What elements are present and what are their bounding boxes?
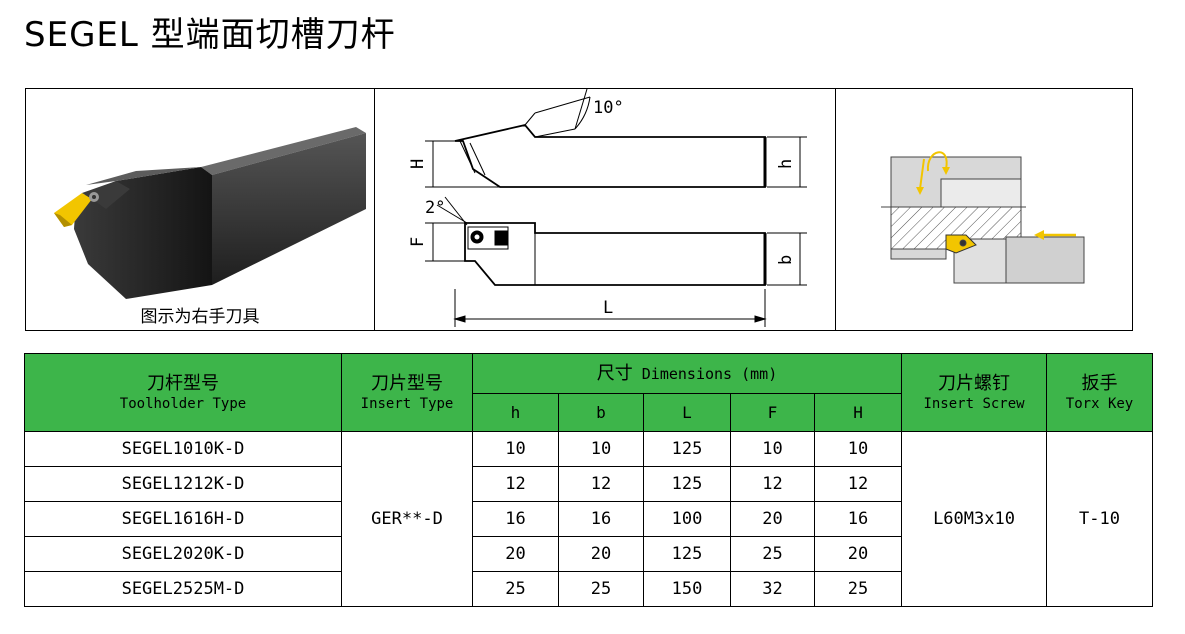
L-cell: 125 [643, 431, 731, 467]
illustration-panels: 图示为右手刀具 [25, 88, 1133, 331]
H-cell: 10 [813, 431, 903, 467]
application-sketch-panel [836, 89, 1134, 330]
toolholder-render-image [54, 127, 366, 299]
dim-H-label: H [408, 159, 428, 169]
model-cell: SEGEL1616H-D [24, 501, 342, 537]
b-cell: 16 [558, 501, 644, 537]
tool-caption: 图示为右手刀具 [140, 307, 260, 327]
F-cell: 25 [730, 536, 815, 572]
dim-b-label: b [776, 255, 796, 265]
b-cell: 20 [558, 536, 644, 572]
model-cell: SEGEL2020K-D [24, 536, 342, 572]
h-cell: 25 [472, 571, 559, 607]
insert-type-header: 刀片型号 Insert Type [341, 353, 473, 432]
dimension-drawing-panel: 10° 2° H h F b L [375, 89, 836, 330]
b-cell: 10 [558, 431, 644, 467]
angle-top-label: 10° [593, 98, 624, 118]
page-title: SEGEL 型端面切槽刀杆 [24, 15, 396, 55]
face-grooving-diagram [881, 151, 1085, 284]
L-cell: 100 [643, 501, 731, 537]
h-cell: 10 [472, 431, 559, 467]
dim-F-header: F [730, 393, 815, 432]
L-cell: 150 [643, 571, 731, 607]
F-cell: 10 [730, 431, 815, 467]
dimension-drawing: 10° 2° H h F b L [408, 89, 807, 327]
model-cell: SEGEL2525M-D [24, 571, 342, 607]
h-cell: 16 [472, 501, 559, 537]
table-row: SEGEL2525M-D 25 25 150 32 25 [24, 571, 1153, 607]
dim-F-label: F [408, 237, 428, 247]
model-cell: SEGEL1212K-D [24, 466, 342, 502]
b-cell: 12 [558, 466, 644, 502]
L-cell: 125 [643, 536, 731, 572]
insert-screw-header: 刀片螺钉 Insert Screw [901, 353, 1048, 432]
dim-L-header: L [643, 393, 731, 432]
torx-key-cell: T-10 [1046, 431, 1154, 607]
dimensions-header: 尺寸 Dimensions (mm) [471, 353, 903, 394]
F-cell: 12 [730, 466, 815, 502]
h-cell: 20 [472, 536, 559, 572]
H-cell: 25 [813, 571, 903, 607]
model-cell: SEGEL1010K-D [24, 431, 342, 467]
b-cell: 25 [558, 571, 644, 607]
F-cell: 20 [730, 501, 815, 537]
h-cell: 12 [472, 466, 559, 502]
H-cell: 16 [813, 501, 903, 537]
insert-screw-cell: L60M3x10 [901, 431, 1048, 607]
dim-H-header: H [813, 393, 903, 432]
tool-photo-panel: 图示为右手刀具 [26, 89, 375, 330]
angle-side-label: 2° [425, 198, 445, 218]
H-cell: 20 [813, 536, 903, 572]
dim-h-header: h [472, 393, 559, 432]
dim-h-label: h [776, 159, 796, 169]
L-cell: 125 [643, 466, 731, 502]
toolholder-type-header: 刀杆型号 Toolholder Type [24, 353, 342, 432]
insert-type-cell: GER**-D [341, 431, 473, 607]
H-cell: 12 [813, 466, 903, 502]
torx-key-header: 扳手 Torx Key [1046, 353, 1154, 432]
table-row: SEGEL1010K-D GER**-D 10 10 125 10 10 L60… [24, 431, 1154, 607]
specification-table: 刀杆型号 Toolholder Type 刀片型号 Insert Type 尺寸… [24, 353, 1154, 607]
dim-L-label: L [603, 298, 613, 318]
F-cell: 32 [730, 571, 815, 607]
dim-b-header: b [558, 393, 644, 432]
